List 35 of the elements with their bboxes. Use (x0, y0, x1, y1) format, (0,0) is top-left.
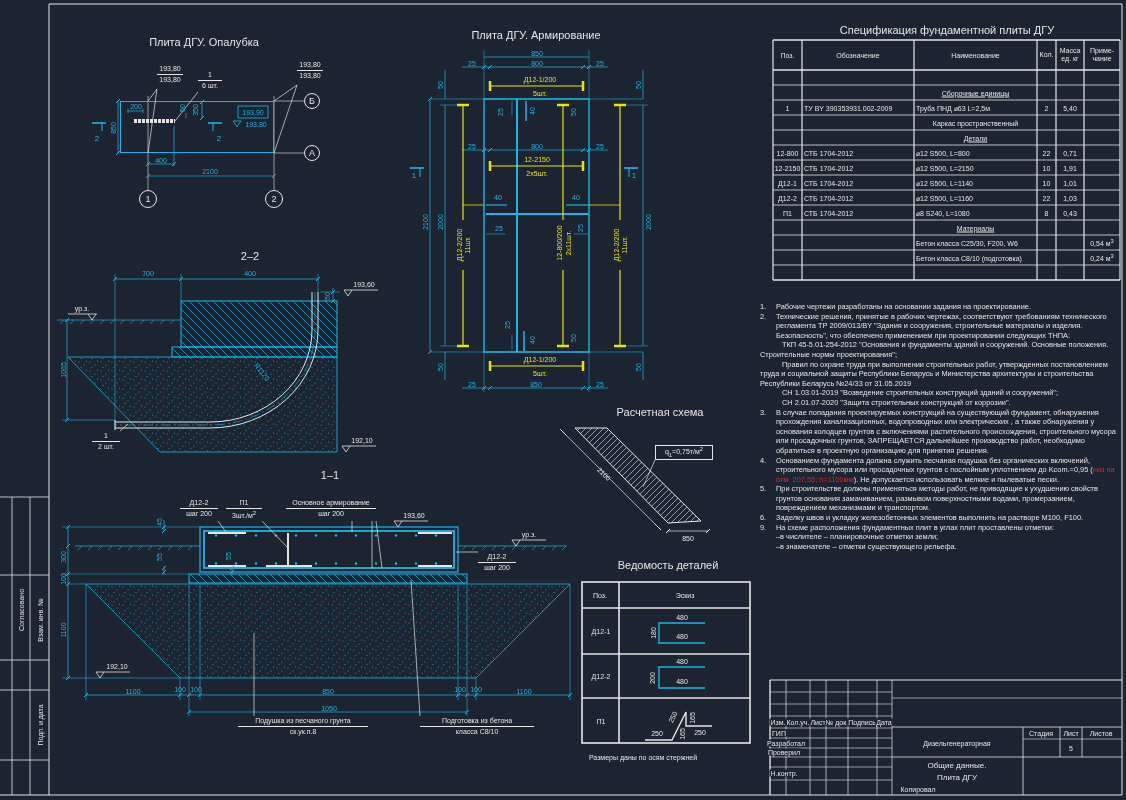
section-mark-label: 2 (94, 135, 100, 143)
leader-line (273, 84, 298, 102)
leader-line (351, 520, 353, 533)
view-title: Плита ДГУ. Опалубка (149, 36, 259, 48)
section-mark-label: 1 (411, 172, 417, 180)
title-block-text: Плита ДГУ (936, 774, 978, 782)
axis-label: Б (309, 96, 315, 106)
title-block-text: Общие данные. (926, 762, 988, 770)
view-title: Расчетная схема (616, 406, 704, 418)
section-mark-label: 1 (631, 172, 637, 180)
view-title: Плита ДГУ. Армирование (471, 29, 601, 41)
leader-line (410, 579, 421, 717)
leader-line (119, 423, 129, 432)
leader-line (147, 88, 158, 154)
leader-line (375, 520, 383, 569)
leader-line (217, 520, 227, 533)
view-title: 2–2 (240, 250, 260, 262)
leader-line (147, 88, 158, 102)
leader-line (174, 91, 199, 122)
pipe-bar (134, 119, 175, 123)
axis-label: А (309, 148, 315, 158)
leader-line (371, 520, 373, 569)
axis-label: 1 (145, 194, 151, 204)
section-mark-label: 2 (216, 135, 222, 143)
leader-line (642, 459, 656, 488)
leader-line (261, 520, 289, 549)
view-title: Спецификация фундаментной плиты ДГУ (839, 24, 1055, 36)
leader-line (455, 551, 479, 553)
leader-line (253, 632, 255, 717)
load-value-box (655, 445, 713, 460)
view-title: Ведомость деталей (617, 559, 719, 571)
view-title: 1–1 (320, 469, 340, 481)
axis-label: 2 (271, 194, 277, 204)
leader-line (273, 84, 298, 154)
slab-outline (120, 101, 274, 153)
